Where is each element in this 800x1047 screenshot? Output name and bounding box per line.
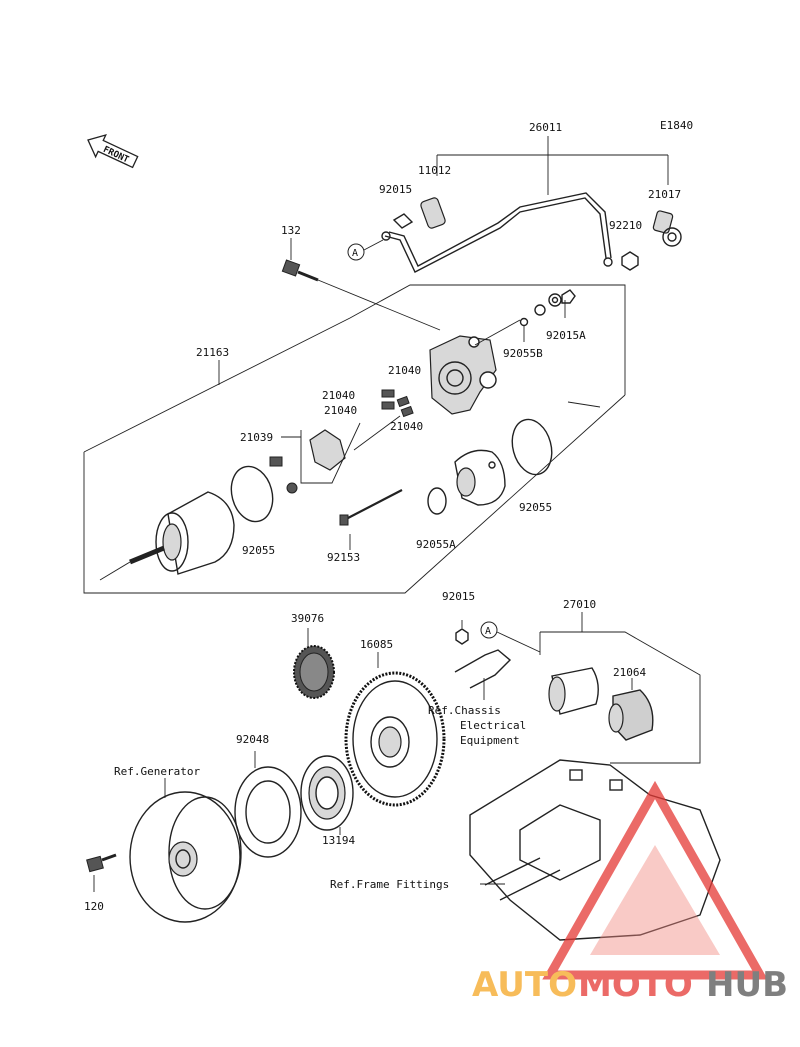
label-92015-top: 92015 bbox=[379, 183, 412, 196]
label-11012: 11012 bbox=[418, 164, 451, 177]
label-ref-chassis-1: Ref.Chassis bbox=[428, 704, 501, 717]
label-21163: 21163 bbox=[196, 346, 229, 359]
o-ring-92055-right bbox=[511, 418, 553, 476]
callout-a-text: A bbox=[352, 248, 358, 259]
starter-clutch-plate-92048 bbox=[234, 751, 302, 858]
label-ref-frame-fittings: Ref.Frame Fittings bbox=[330, 878, 449, 891]
label-ref-chassis-2: Electrical bbox=[460, 719, 526, 732]
label-ref-chassis-3: Equipment bbox=[460, 734, 520, 747]
starter-gear-16085 bbox=[344, 652, 446, 807]
bolt-132 bbox=[281, 238, 441, 331]
label-21040-c: 21040 bbox=[324, 404, 357, 417]
through-bolt-92153 bbox=[339, 489, 403, 550]
label-92055b: 92055B bbox=[503, 347, 543, 360]
label-92015-mid: 92015 bbox=[442, 590, 475, 603]
label-92153: 92153 bbox=[327, 551, 360, 564]
label-21017: 21017 bbox=[648, 188, 681, 201]
label-120: 120 bbox=[84, 900, 104, 913]
label-92048: 92048 bbox=[236, 733, 269, 746]
callout-a-text-lower: A bbox=[485, 626, 491, 637]
bolt-120 bbox=[86, 853, 117, 892]
diagram-code: E1840 bbox=[660, 119, 693, 132]
watermark-logo: AUTO MOTO HUB bbox=[472, 780, 788, 1005]
label-21040-b: 21040 bbox=[322, 389, 355, 402]
label-39076: 39076 bbox=[291, 612, 324, 625]
label-92210: 92210 bbox=[609, 219, 642, 232]
front-cover bbox=[454, 449, 506, 506]
watermark-auto: AUTO bbox=[472, 965, 577, 1005]
generator-rotor bbox=[129, 778, 242, 923]
label-21040-d: 21040 bbox=[390, 420, 423, 433]
label-27010: 27010 bbox=[563, 598, 596, 611]
one-way-clutch-13194 bbox=[300, 755, 354, 835]
watermark-hub: HUB bbox=[706, 965, 788, 1005]
label-92055-left: 92055 bbox=[242, 544, 275, 557]
label-92055a: 92055A bbox=[416, 538, 456, 551]
starter-motor-box bbox=[83, 284, 626, 594]
label-16085: 16085 bbox=[360, 638, 393, 651]
watermark-moto: MOTO bbox=[578, 965, 693, 1005]
motor-yoke bbox=[99, 491, 235, 581]
front-arrow-icon: FRONT bbox=[87, 134, 139, 169]
o-ring-92055-left bbox=[230, 465, 274, 523]
label-13194: 13194 bbox=[322, 834, 355, 847]
label-92055-right: 92055 bbox=[519, 501, 552, 514]
idle-gear-39076 bbox=[293, 628, 335, 699]
label-ref-generator: Ref.Generator bbox=[114, 765, 200, 778]
chassis-cable: A bbox=[454, 620, 541, 700]
label-26011: 26011 bbox=[529, 121, 562, 134]
callout-a-marker: A bbox=[347, 239, 384, 261]
label-21064: 21064 bbox=[613, 666, 646, 679]
label-21040-a: 21040 bbox=[388, 364, 421, 377]
starter-cable-assembly bbox=[381, 136, 682, 273]
washer-set bbox=[474, 289, 576, 346]
label-92015a: 92015A bbox=[546, 329, 586, 342]
label-21039: 21039 bbox=[240, 431, 273, 444]
watermark-triangle-icon bbox=[542, 780, 768, 980]
o-ring-92055a bbox=[427, 487, 447, 515]
relay-box bbox=[539, 612, 701, 764]
end-cover bbox=[429, 335, 497, 415]
label-132: 132 bbox=[281, 224, 301, 237]
brush-assembly bbox=[269, 389, 414, 494]
